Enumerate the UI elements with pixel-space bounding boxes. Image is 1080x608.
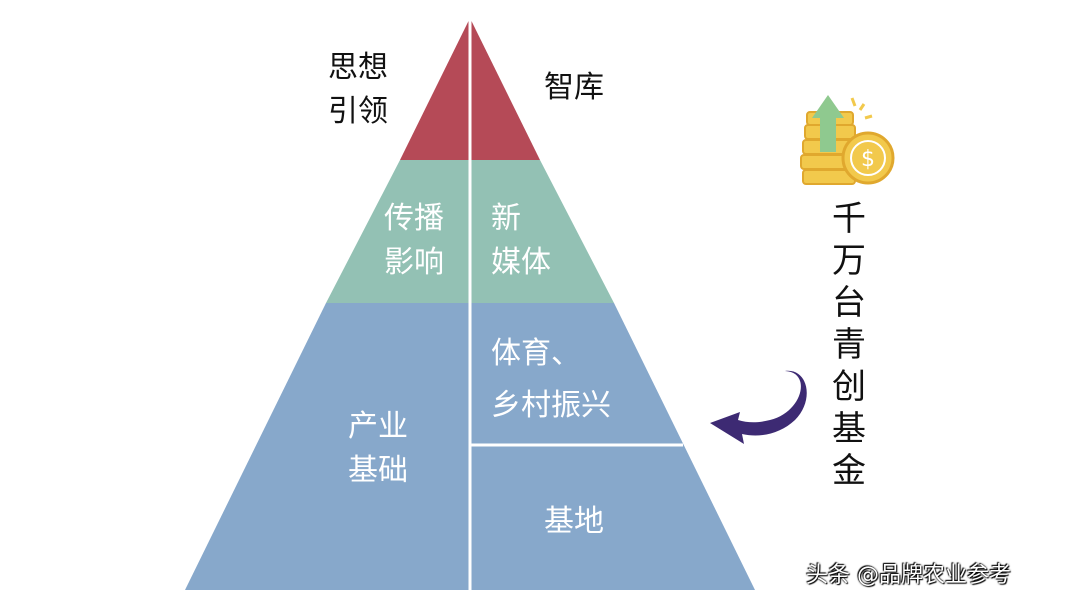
label-communication-influence: 传播 影响 xyxy=(384,197,444,285)
label-line: 体育、 xyxy=(491,336,581,371)
label-line: 基础 xyxy=(348,453,408,488)
label-line: 引领 xyxy=(328,94,388,129)
label-line: 乡村振兴 xyxy=(491,388,611,423)
label-industry-foundation: 产业 基础 xyxy=(348,405,408,493)
label-line: 产业 xyxy=(348,409,408,444)
label-sports-rural-revitalization: 体育、 乡村振兴 xyxy=(491,328,611,432)
label-line: 新 xyxy=(491,201,521,236)
svg-text:$: $ xyxy=(861,147,875,172)
label-base: 基地 xyxy=(544,504,604,539)
label-line: 影响 xyxy=(384,245,444,280)
label-new-media: 新 媒体 xyxy=(491,197,551,285)
watermark: 头条 @品牌农业参考 xyxy=(806,563,1011,588)
label-thought-leadership: 思想 引领 xyxy=(328,46,388,134)
label-line: 传播 xyxy=(384,201,444,236)
label-line: 思想 xyxy=(328,50,388,85)
curved-arrow-left-icon xyxy=(710,370,807,444)
label-think-tank: 智库 xyxy=(544,70,604,105)
fund-label: 千万台青创基金 xyxy=(832,199,866,491)
coins-arrow-up-icon: $ xyxy=(800,95,895,185)
label-line: 媒体 xyxy=(491,245,551,280)
